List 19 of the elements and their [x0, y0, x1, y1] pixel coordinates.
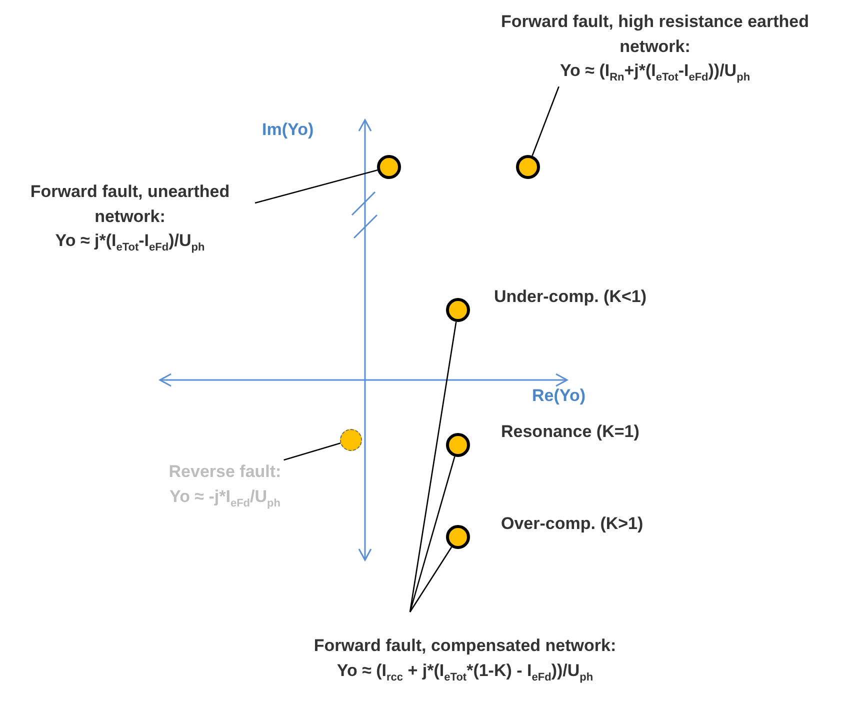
callout-heading: Forward fault, compensated network: [312, 635, 618, 657]
point-label: Resonance (K=1) [501, 422, 640, 442]
formula-text: Yo ≈ (I$_{Rn}$+j*(I$_{eTot}$-I$_{eFd}$))/U$_{ph}$ [558, 60, 752, 86]
formula-text: Yo ≈ (I$_{rcc}$ + j*(I$_{eTot}$*(1-K) - I$_{eFd}$))/U$_{ph}$ [336, 660, 594, 686]
leader-line [254, 169, 378, 204]
leader-line [532, 86, 560, 156]
leader-line [284, 442, 341, 461]
formula-text: Yo ≈ j*(I$_{eTot}$-I$_{eFd}$)/U$_{ph}$ [54, 230, 206, 256]
callout-heading: Forward fault, high resistance earthed network: [500, 11, 810, 58]
callout-heading: Reverse fault: [168, 461, 282, 483]
leader-line [409, 322, 457, 612]
point-label: Under-comp. (K<1) [494, 287, 647, 307]
formula-text: Yo ≈ -j*I$_{eFd}$/U$_{ph}$ [168, 486, 282, 512]
axis-label: Im(Yo) [262, 120, 314, 140]
leader-line [409, 456, 456, 612]
point-label: Over-comp. (K>1) [501, 514, 644, 534]
axis-label: Re(Yo) [532, 386, 586, 406]
callout-heading: Forward fault, unearthed network: [29, 181, 231, 228]
leader-line [409, 546, 452, 612]
